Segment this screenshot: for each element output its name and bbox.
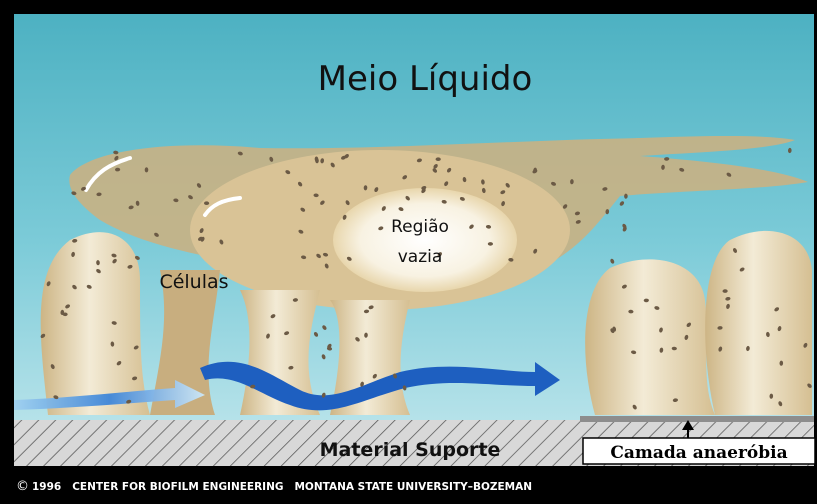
anaerobic-band <box>580 416 814 422</box>
cell-dot <box>145 167 149 172</box>
label-medium: Meio Líquido <box>318 59 533 99</box>
label-void-line2: vazia <box>398 247 443 267</box>
copyright-text: 1996 CENTER FOR BIOFILM ENGINEERING MONT… <box>32 481 532 493</box>
cell-dot <box>488 242 493 246</box>
cell-dot <box>436 157 441 161</box>
label-anaerobic: Camada anaeróbia <box>610 443 787 463</box>
copyright-symbol: © <box>16 479 29 494</box>
right-pillar-2 <box>705 231 812 415</box>
label-support: Material Suporte <box>320 439 501 461</box>
label-void-line1: Região <box>391 217 449 237</box>
void-region <box>333 188 517 292</box>
label-cells: Células <box>159 271 228 293</box>
left-pillar <box>41 232 150 415</box>
right-pillar-1 <box>585 259 715 415</box>
